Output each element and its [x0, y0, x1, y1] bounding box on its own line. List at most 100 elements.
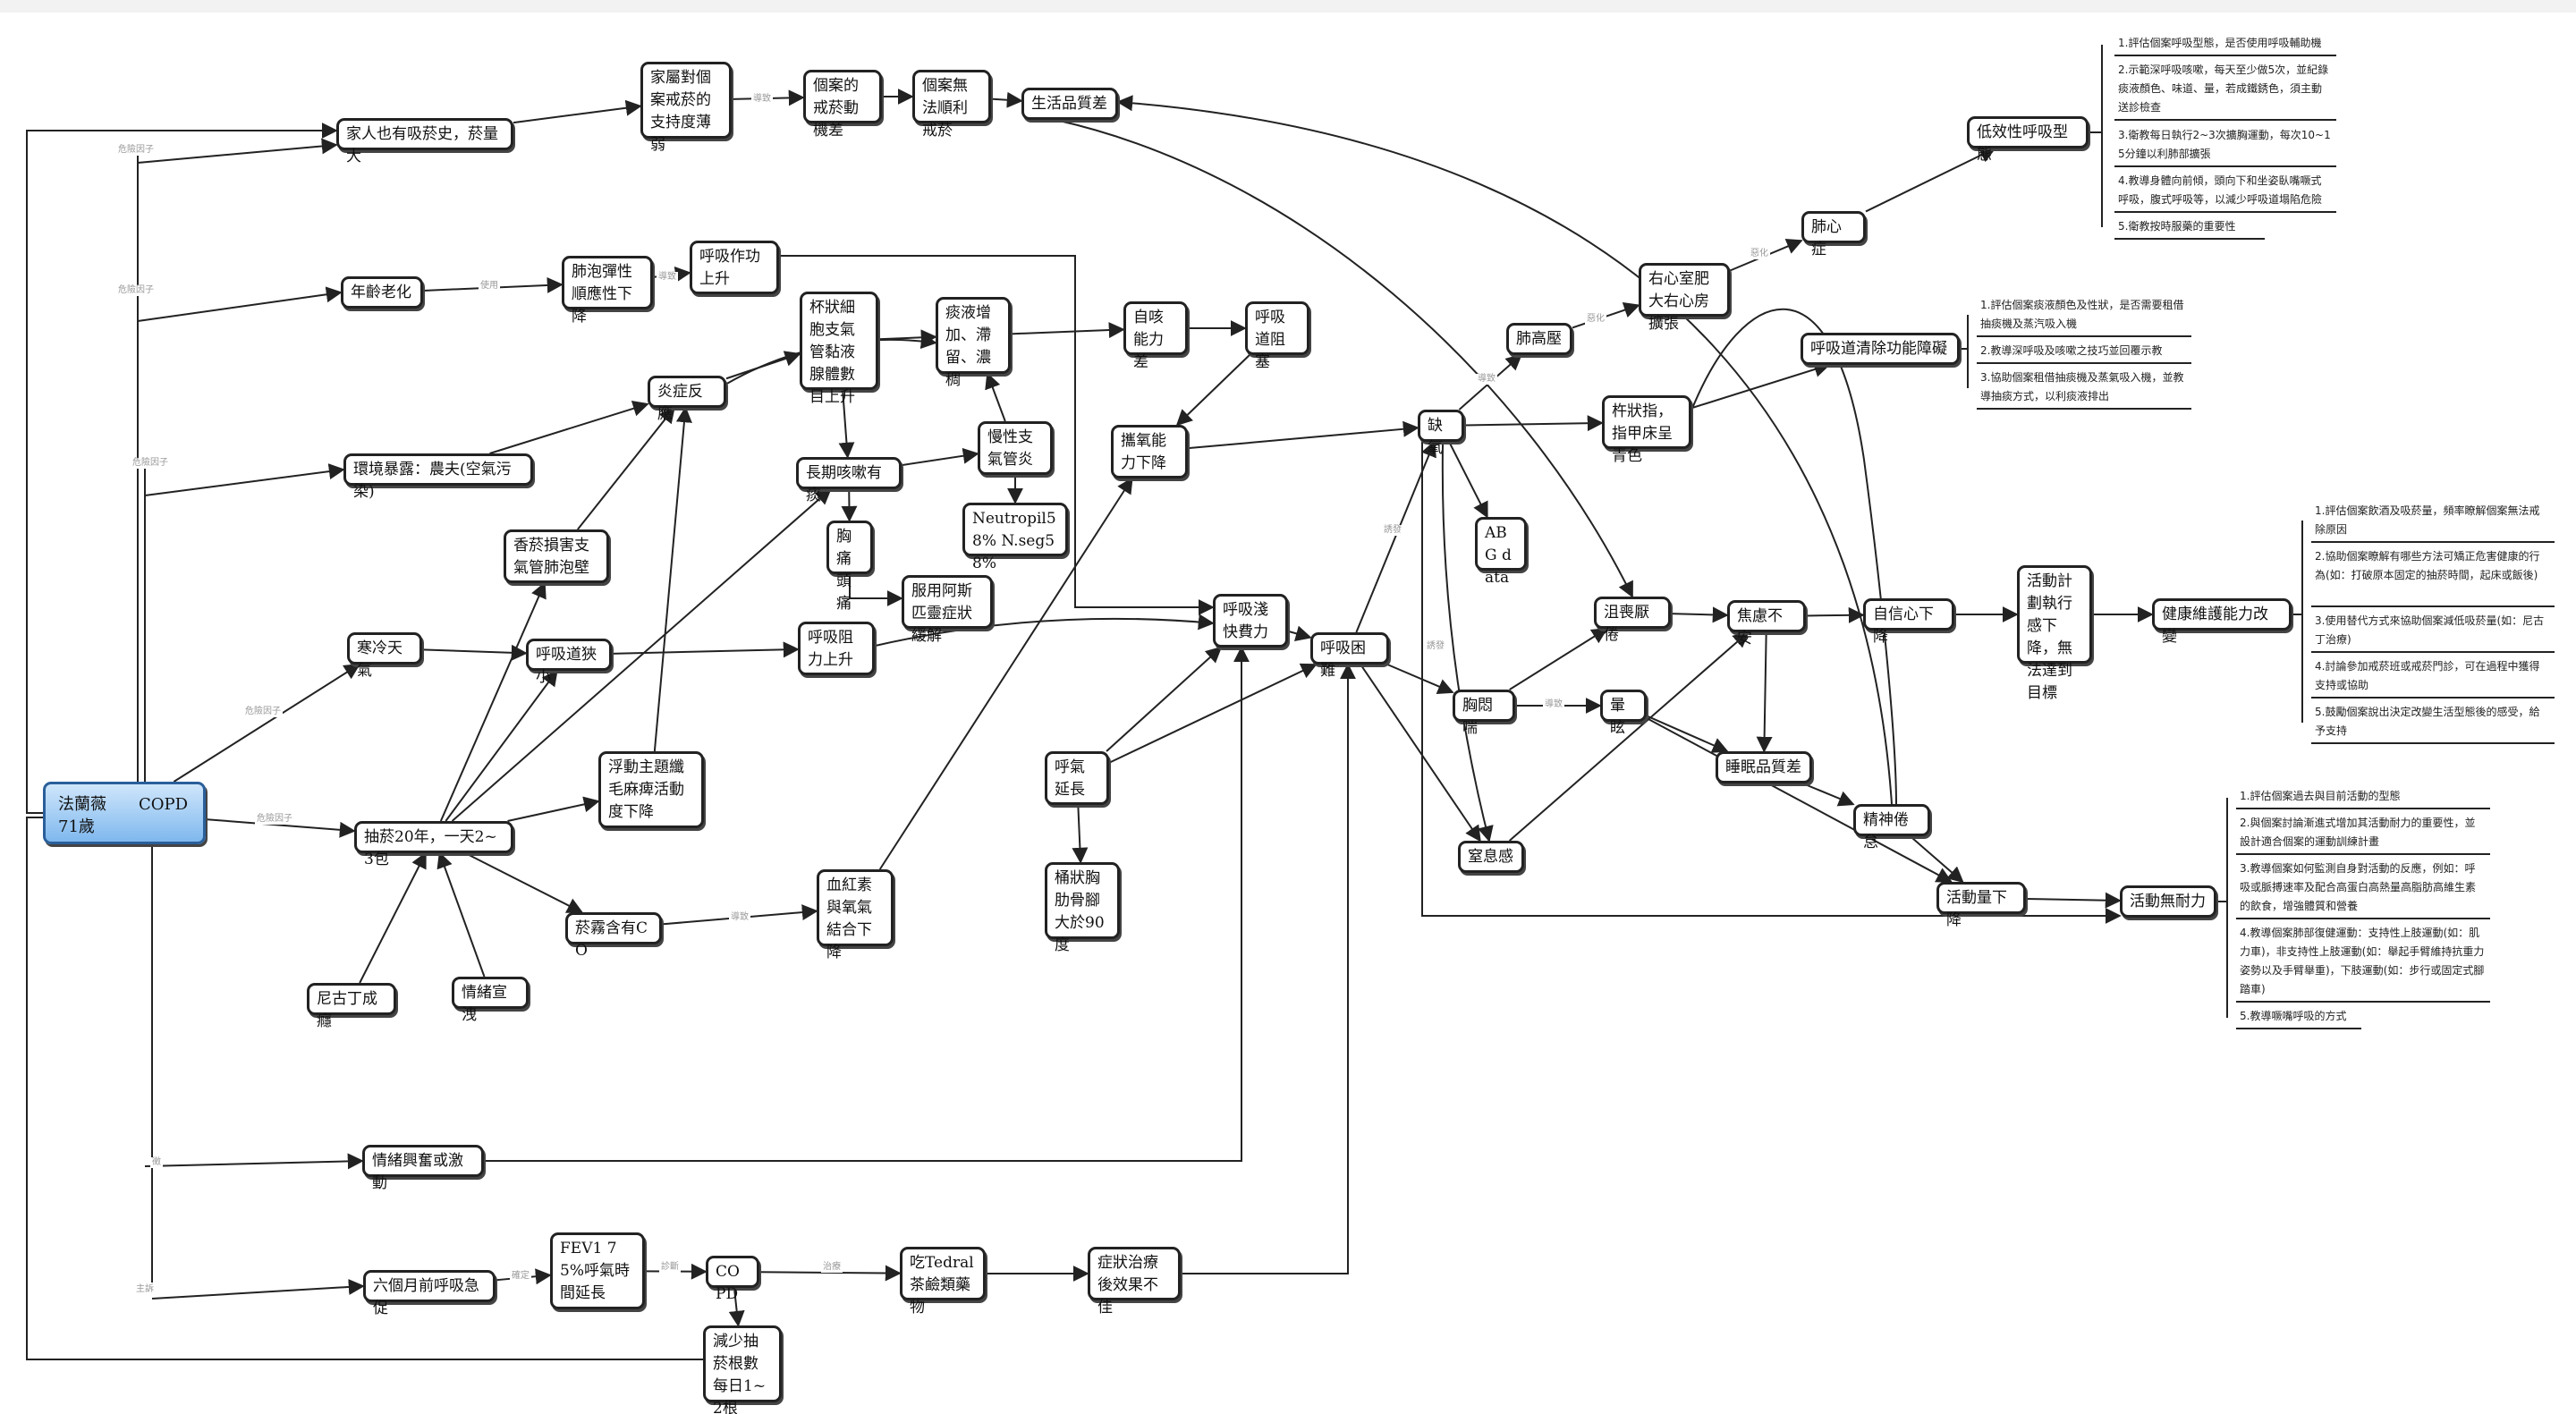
connector-arrow — [838, 389, 855, 459]
node-activity-decrease[interactable]: 活動量下降 — [1936, 882, 2026, 929]
node-quality-of-life-poor[interactable]: 生活品質差 — [1021, 88, 1118, 120]
edge-label-worsens: 惡化 — [1585, 314, 1606, 325]
node-airway-obstruction[interactable]: 呼吸道阻塞 — [1245, 301, 1309, 371]
node-smoking-history[interactable]: 抽菸20年，一天2~3包 — [354, 821, 513, 868]
node-cilia-paralysis[interactable]: 浮動主題纖毛麻痺活動度下降 — [598, 751, 704, 828]
node-clubbing-fingers[interactable]: 杵狀指，指甲床呈青色 — [1602, 395, 1691, 465]
edge-label-risk: 危險因子 — [243, 707, 283, 717]
connector-arrow — [1509, 628, 1608, 690]
central-topic[interactable]: 法蘭薇 COPD 71歲 — [43, 782, 206, 844]
node-hemoglobin-oxygen[interactable]: 血紅素與氧氣結合下降 — [817, 869, 894, 961]
edge-label-induces: 誘發 — [1425, 641, 1446, 652]
node-ineffective-breathing-pattern[interactable]: 低效性呼吸型態 — [1967, 116, 2089, 164]
intervention-item: 2.示範深呼吸咳嗽，每天至少做5次，並紀錄痰液顏色、味道、量，若成鐵銹色，須主動… — [2114, 59, 2336, 121]
node-cough-weak[interactable]: 自咳能力差 — [1123, 301, 1188, 371]
node-confidence-decrease[interactable]: 自信心下降 — [1863, 598, 1954, 646]
edge-label-treat: 治療 — [821, 1262, 843, 1273]
connector-arrow — [1106, 646, 1223, 752]
node-copd-diagnosis[interactable]: COPD — [706, 1256, 759, 1303]
node-plan-execution-decline[interactable]: 活動計劃執行感下降，無法達到目標 — [2017, 565, 2092, 702]
node-fatigue[interactable]: 精神倦怠 — [1853, 804, 1930, 851]
node-reduce-smoking[interactable]: 減少抽菸根數每日1~2根 — [703, 1325, 782, 1414]
connector-arrow — [421, 644, 528, 661]
connector-arrow — [577, 406, 675, 530]
edge-label-risk: 危險因子 — [116, 145, 156, 156]
edge-label-chief-complaint: 主訴 — [134, 1284, 156, 1295]
node-tedral-medication[interactable]: 吃Tedral茶鹼類藥物 — [900, 1247, 986, 1317]
edge-label-confirm: 確定 — [510, 1271, 531, 1282]
intervention-item: 5.教導噘嘴呼吸的方式 — [2236, 1005, 2361, 1029]
node-cold-weather[interactable]: 寒冷天氣 — [347, 632, 422, 680]
node-neutrophil[interactable]: Neutropil58% N.seg58% — [962, 503, 1068, 572]
node-abg-data[interactable]: ABG data — [1475, 517, 1527, 587]
node-dyspnea[interactable]: 呼吸困難 — [1310, 632, 1389, 680]
node-shallow-fast-breathing[interactable]: 呼吸淺快費力 — [1213, 594, 1288, 648]
node-cannot-quit[interactable]: 個案無法順利戒菸 — [912, 70, 991, 140]
node-aspirin-relief[interactable]: 服用阿斯匹靈症狀緩解 — [902, 575, 993, 645]
node-sleep-quality-poor[interactable]: 睡眠品質差 — [1716, 751, 1812, 783]
node-aging[interactable]: 年齡老化 — [341, 276, 423, 309]
connector-arrow — [874, 614, 1215, 648]
connector-arrow — [1802, 783, 1855, 807]
node-oxygen-carrying[interactable]: 攜氧能力下降 — [1111, 425, 1188, 478]
connector-arrow — [611, 641, 800, 658]
node-chest-pain-headache[interactable]: 胸痛頭痛 — [826, 521, 873, 613]
node-emotional-excitement[interactable]: 情緒興奮或激動 — [362, 1145, 484, 1192]
node-airway-narrow[interactable]: 呼吸道狹小 — [526, 639, 612, 686]
node-family-smoking[interactable]: 家人也有吸菸史，菸量大 — [336, 118, 513, 165]
node-inflammation[interactable]: 炎症反應 — [648, 376, 726, 423]
connector-arrow — [779, 255, 1215, 615]
connector-arrow — [1463, 415, 1604, 432]
node-treatment-ineffective[interactable]: 症狀治療後效果不佳 — [1088, 1247, 1181, 1317]
connector-layer — [26, 45, 2303, 1360]
node-co-in-smoke[interactable]: 菸霧含有CO — [565, 912, 662, 960]
edge-label-causes: 導致 — [729, 912, 750, 923]
intervention-item: 5.衛教按時服藥的重要性 — [2114, 216, 2265, 240]
node-emotional-release[interactable]: 情緒宣洩 — [452, 977, 529, 1024]
node-goblet-cells[interactable]: 杯狀細胞支氣管黏液腺體數目上升 — [800, 292, 878, 406]
mind-map-canvas: 危險因子 危險因子 危險因子 危險因子 危險因子 徵 主訴 導致 使用 導致 導… — [0, 13, 2576, 1414]
node-right-heart-enlargement[interactable]: 右心室肥大右心房擴張 — [1639, 263, 1730, 333]
node-breathing-work-up[interactable]: 呼吸作功上升 — [690, 241, 779, 294]
node-six-months-dyspnea[interactable]: 六個月前呼吸急促 — [363, 1270, 496, 1317]
node-frustration[interactable]: 沮喪厭倦 — [1594, 597, 1671, 644]
node-smoke-damage[interactable]: 香菸損害支氣管肺泡壁 — [504, 529, 609, 583]
connector-line — [1690, 308, 1897, 805]
node-health-maintenance[interactable]: 健康維護能力改變 — [2152, 598, 2292, 646]
node-fev1[interactable]: FEV1 75%呼氣時間延長 — [550, 1232, 645, 1309]
edge-label-risk: 危險因子 — [116, 285, 156, 296]
node-environment-exposure[interactable]: 環境暴露：農夫(空氣污染) — [343, 453, 533, 501]
intervention-item: 1.評估個案飲酒及吸菸量，頻率瞭解個案無法戒除原因 — [2311, 500, 2555, 543]
edge-label-causes: 導致 — [657, 272, 678, 283]
connector-arrow — [1116, 95, 1893, 805]
node-sputum-increase[interactable]: 痰液增加、滯留、濃稠 — [936, 297, 1011, 389]
connector-arrow — [137, 138, 338, 164]
node-family-support[interactable]: 家屬對個案戒菸的支持度薄弱 — [640, 62, 732, 154]
node-chest-tightness[interactable]: 胸悶喘 — [1453, 690, 1515, 737]
connector-arrow — [451, 487, 832, 822]
node-cor-pulmonale[interactable]: 肺心症 — [1801, 211, 1866, 258]
node-motivation-low[interactable]: 個案的戒菸動機差 — [803, 70, 882, 140]
node-chronic-bronchitis[interactable]: 慢性支氣管炎 — [978, 421, 1053, 475]
edge-label-worsens: 惡化 — [1749, 249, 1770, 259]
node-barrel-chest[interactable]: 桶狀胸肋骨腳大於90度 — [1045, 862, 1120, 954]
node-chronic-cough[interactable]: 長期咳嗽有痰 — [796, 457, 902, 504]
node-airway-resistance[interactable]: 呼吸阻力上升 — [798, 622, 875, 675]
connector-arrow — [1108, 663, 1318, 764]
node-airway-clearance[interactable]: 呼吸道清除功能障礙 — [1801, 333, 1960, 365]
node-pulmonary-hypertension[interactable]: 肺高壓 — [1506, 323, 1572, 355]
connector-arrow — [144, 463, 345, 496]
node-suffocation[interactable]: 窒息感 — [1458, 841, 1524, 873]
connector-arrow — [144, 1153, 364, 1170]
node-activity-intolerance[interactable]: 活動無耐力 — [2120, 885, 2216, 918]
node-nicotine-addiction[interactable]: 尼古丁成癮 — [307, 983, 396, 1030]
node-alveoli-elasticity[interactable]: 肺泡彈性順應性下降 — [562, 256, 653, 326]
node-anxiety[interactable]: 焦慮不安 — [1727, 600, 1806, 648]
connector-arrow — [507, 796, 600, 822]
connector-arrow — [728, 1287, 745, 1327]
node-dizziness[interactable]: 暈眩 — [1600, 690, 1647, 737]
connector-arrow — [359, 851, 427, 984]
connector-arrow — [1187, 420, 1419, 450]
node-hypoxia[interactable]: 缺氧 — [1418, 410, 1464, 457]
node-prolonged-expiration[interactable]: 呼氣延長 — [1045, 751, 1109, 805]
